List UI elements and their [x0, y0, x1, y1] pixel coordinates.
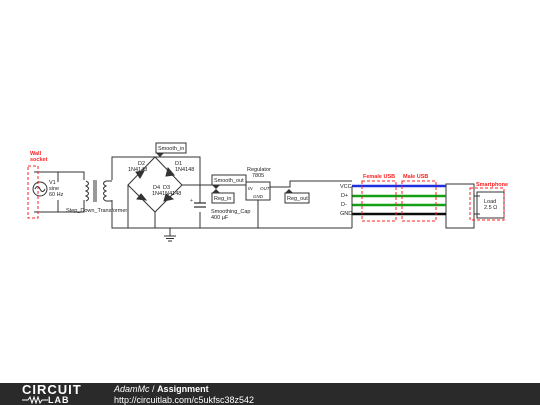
gnd-label: GND	[340, 211, 352, 217]
annotation-boxes	[27, 165, 505, 222]
diode-d3	[163, 193, 175, 202]
cap-value: 400 µF	[211, 215, 229, 221]
d2-label: D2	[138, 161, 145, 167]
diode-bridge	[135, 166, 175, 202]
smooth-out-flag	[211, 174, 247, 186]
male-usb-box	[401, 180, 437, 222]
d3-label: D3	[163, 185, 170, 191]
author-link[interactable]: AdamMc	[114, 384, 150, 394]
v1-type: sine	[49, 186, 59, 192]
smartphone-box	[469, 187, 505, 221]
circuit-meta: AdamMc / Assignment	[114, 384, 209, 394]
reg-out-text: Reg_out	[287, 196, 308, 202]
diode-d2	[135, 170, 145, 179]
footer-bar: CIRCUIT LAB AdamMc / Assignment http://c…	[0, 383, 540, 405]
circuit-url[interactable]: http://circuitlab.com/c5ukfsc38z542	[114, 395, 255, 405]
logo-text-bottom: LAB	[48, 395, 70, 405]
regulator-label: Regulator	[247, 167, 271, 173]
circuitlab-logo[interactable]: CIRCUIT LAB	[22, 383, 92, 405]
smooth-in-text: Smooth_in	[158, 146, 184, 152]
dminus-label: D-	[341, 202, 347, 208]
diode-d4	[136, 193, 148, 201]
dplus-label: D+	[341, 193, 348, 199]
net-flags	[155, 142, 310, 204]
d1-part: 1N4148	[175, 167, 194, 173]
reg-in-pin: IN	[248, 186, 253, 191]
diode-d1	[165, 166, 175, 177]
d2-part: 1N4148	[128, 167, 147, 173]
d34-part: 1N41N4148	[152, 191, 181, 197]
logo-resistor-icon	[22, 396, 48, 404]
d4-label: D4	[153, 185, 160, 191]
schematic-canvas: + Wall socket V1 sine 60 Hz Step_Down_Tr…	[27, 142, 508, 242]
wall-socket-label: Wall	[30, 151, 42, 157]
smoothing-capacitor-symbol: +	[190, 198, 206, 208]
wall-socket-box	[27, 165, 39, 219]
reg-in-flag	[211, 192, 235, 204]
smartphone-label: Smartphone	[476, 182, 508, 188]
reg-out-pin: OUT	[260, 186, 271, 191]
male-usb-label: Male USB	[403, 174, 428, 180]
female-usb-box	[361, 180, 397, 222]
smooth-in-flag	[155, 142, 187, 154]
usb-bus	[351, 184, 446, 228]
reg-gnd-pin: GND	[253, 194, 264, 199]
v1-label: V1	[49, 180, 56, 186]
load-label: Load	[484, 199, 496, 205]
regulator-part: 7805	[252, 173, 264, 179]
smooth-out-text: Smooth_out	[214, 178, 244, 184]
circuit-title[interactable]: Assignment	[157, 384, 209, 394]
vcc-label: VCC	[340, 184, 352, 190]
v1-freq: 60 Hz	[49, 192, 64, 198]
reg-in-text: Reg_in	[214, 196, 231, 202]
wall-socket-label-2: socket	[30, 157, 48, 163]
transformer-symbol	[84, 180, 112, 202]
cap-label: Smoothing_Cap	[211, 209, 250, 215]
svg-text:+: +	[190, 198, 193, 204]
ac-source	[32, 181, 48, 197]
transformer-label: Step_Down_Transformer	[66, 208, 127, 214]
d1-label: D1	[175, 161, 182, 167]
meta-separator: /	[152, 384, 155, 394]
load-value: 2.5 Ω	[484, 205, 497, 211]
female-usb-label: Female USB	[363, 174, 395, 180]
reg-out-flag	[284, 192, 310, 204]
logo-text-top: CIRCUIT	[22, 382, 82, 397]
